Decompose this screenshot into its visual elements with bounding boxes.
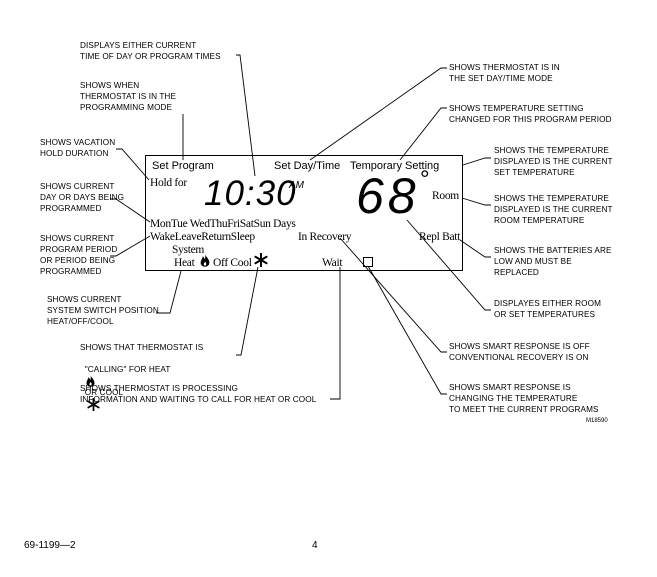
lcd-degree: ° [420,166,430,193]
callout-room-temp: SHOWS THE TEMPERATURE DISPLAYED IS THE C… [494,194,613,225]
lcd-off-cool: Off Cool [213,257,252,269]
callout-set-day-time: SHOWS THERMOSTAT IS IN THE SET DAY/TIME … [449,63,560,83]
lcd-periods: WakeLeaveReturnSleep [150,231,255,243]
callout-room-or-set: DISPLAYES EITHER ROOM OR SET TEMPERATURE… [494,299,602,319]
lcd-snowflake-icon [254,253,268,267]
flame-icon [86,375,95,387]
lcd-wait: Wait [322,257,343,269]
lcd-system: System [172,244,205,256]
callout-vacation: SHOWS VACATION HOLD DURATION [40,138,116,158]
lcd-temporary-setting: Temporary Setting [350,160,440,172]
lcd-heat: Heat [174,257,195,269]
lcd-flame-icon [200,254,210,267]
callout-calling-line2: "CALLING" FOR HEAT OR COOL [80,353,171,412]
callout-processing: SHOWS THERMOSTAT IS PROCESSING INFORMATI… [80,384,317,404]
callout-calling-cool: OR COOL [84,388,124,397]
snowflake-icon [87,397,100,412]
callout-batteries: SHOWS THE BATTERIES ARE LOW AND MUST BE … [494,246,612,277]
lcd-am: AM [289,180,304,191]
footer-doc-number: 69-1199—2 [24,540,76,551]
callout-calling-heat: "CALLING" FOR HEAT [84,365,171,374]
callout-period: SHOWS CURRENT PROGRAM PERIOD OR PERIOD B… [40,234,118,276]
lcd-set-program: Set Program [152,160,214,172]
lcd-in-recovery: In Recovery [298,231,352,243]
callout-temp-setting: SHOWS TEMPERATURE SETTING CHANGED FOR TH… [449,104,612,124]
callout-calling-line1: SHOWS THAT THERMOSTAT IS [80,343,204,352]
callout-switch: SHOWS CURRENT SYSTEM SWITCH POSITION HEA… [47,295,159,326]
lcd-repl-batt: Repl Batt [419,231,461,243]
callout-smart-off: SHOWS SMART RESPONSE IS OFF CONVENTIONAL… [449,342,590,362]
lcd-hold-for: Hold for [150,177,187,189]
callout-days: SHOWS CURRENT DAY OR DAYS BEING PROGRAMM… [40,182,125,213]
callout-time: DISPLAYS EITHER CURRENT TIME OF DAY OR P… [80,41,221,61]
callout-set-temp: SHOWS THE TEMPERATURE DISPLAYED IS THE C… [494,146,613,177]
lcd-room: Room [432,190,459,202]
callout-smart-changing: SHOWS SMART RESPONSE IS CHANGING THE TEM… [449,383,599,414]
lcd-time-digits: 10:30 [204,174,297,213]
lcd-temperature-digits: 68 [356,168,420,224]
lcd-set-day-time: Set Day/Time [274,160,341,172]
callout-programming: SHOWS WHEN THERMOSTAT IS IN THE PROGRAMM… [80,81,177,112]
lcd-days: MonTue WedThuFriSatSun Days [150,218,296,230]
thermostat-lcd: Set Program Set Day/Time Temporary Setti… [145,155,463,271]
footer-page-number: 4 [312,540,318,551]
figure-id: M18590 [586,418,608,424]
